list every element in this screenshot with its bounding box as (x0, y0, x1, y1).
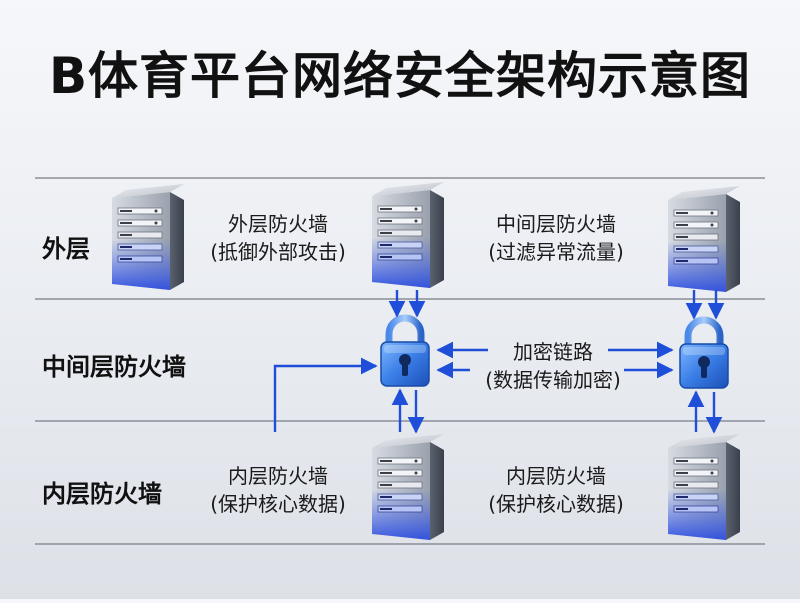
caption-middle-firewall-desc: (过滤异常流量) (488, 240, 624, 264)
flow-arrows (273, 290, 725, 434)
caption-inner-firewall-left-desc: (保护核心数据) (210, 492, 346, 516)
caption-inner-firewall-right: 内层防火墙 (保护核心数据) (466, 462, 646, 518)
server-icon (667, 433, 741, 541)
lock-icon (381, 318, 429, 386)
layer-label-inner: 内层防火墙 (42, 480, 162, 508)
server-icon (371, 433, 445, 541)
caption-inner-firewall-right-desc: (保护核心数据) (488, 492, 624, 516)
page-title: B体育平台网络安全架构示意图 (48, 47, 752, 105)
caption-inner-firewall-left: 内层防火墙 (保护核心数据) (188, 462, 368, 518)
server-icon (111, 183, 185, 291)
arrow-inner-caption-to-lock (273, 357, 378, 432)
layer-label-middle: 中间层防火墙 (42, 353, 186, 381)
caption-outer-firewall-title: 外层防火墙 (228, 212, 328, 236)
server-icon (371, 181, 445, 289)
caption-middle-firewall-title: 中间层防火墙 (496, 212, 616, 236)
caption-outer-firewall-desc: (抵御外部攻击) (210, 240, 346, 264)
layer-label-outer: 外层 (42, 235, 90, 263)
caption-middle-firewall: 中间层防火墙 (过滤异常流量) (466, 210, 646, 266)
caption-inner-firewall-left-title: 内层防火墙 (228, 464, 328, 488)
caption-encrypted-link: 加密链路 (数据传输加密) (458, 338, 648, 394)
lock-icon (680, 320, 728, 388)
caption-encrypted-link-desc: (数据传输加密) (485, 368, 621, 392)
caption-inner-firewall-right-title: 内层防火墙 (506, 464, 606, 488)
server-icon (667, 185, 741, 293)
caption-outer-firewall: 外层防火墙 (抵御外部攻击) (188, 210, 368, 266)
caption-encrypted-link-title: 加密链路 (513, 340, 593, 364)
